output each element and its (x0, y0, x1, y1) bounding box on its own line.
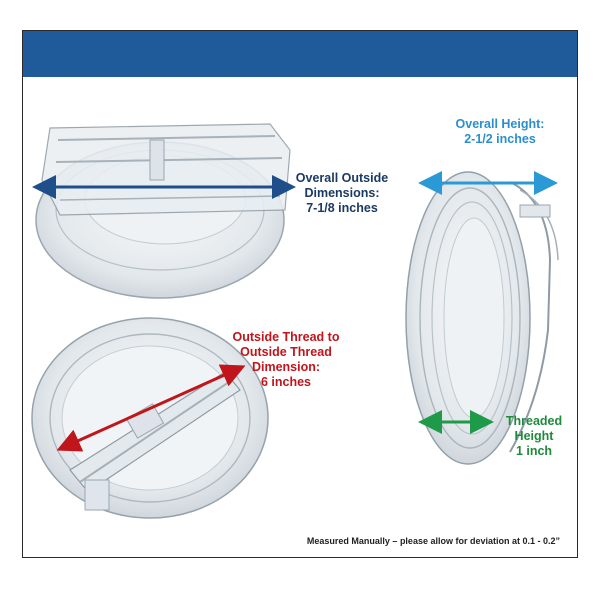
label-line: Overall Outside (295, 171, 389, 185)
lid-top-view (35, 123, 291, 299)
label-line: Outside Thread to (232, 330, 340, 344)
label-line: 7-1/8 inches (306, 201, 378, 215)
overall-height-label: Overall Height: 2-1/2 inches (448, 117, 552, 147)
measurement-note: Measured Manually – please allow for dev… (306, 536, 560, 546)
thread-to-thread-label: Outside Thread to Outside Thread Dimensi… (226, 330, 346, 390)
threaded-height-label: Threaded Height 1 inch (496, 414, 572, 459)
label-line: Height (514, 429, 554, 443)
label-line: Dimension: (251, 360, 321, 374)
label-line: 2-1/2 inches (464, 132, 536, 146)
header-banner (23, 31, 577, 77)
overall-outside-label: Overall Outside Dimensions: 7-1/8 inches (290, 171, 394, 216)
thread-to-thread-arrow (56, 364, 246, 452)
label-line: 6 inches (260, 375, 312, 389)
label-line: Overall Height: (455, 117, 545, 131)
label-line: 1 inch (515, 444, 553, 458)
label-line: Threaded (505, 414, 563, 428)
label-line: Dimensions: (304, 186, 380, 200)
lid-edge-view (405, 171, 559, 465)
label-line: Outside Thread (240, 345, 332, 359)
